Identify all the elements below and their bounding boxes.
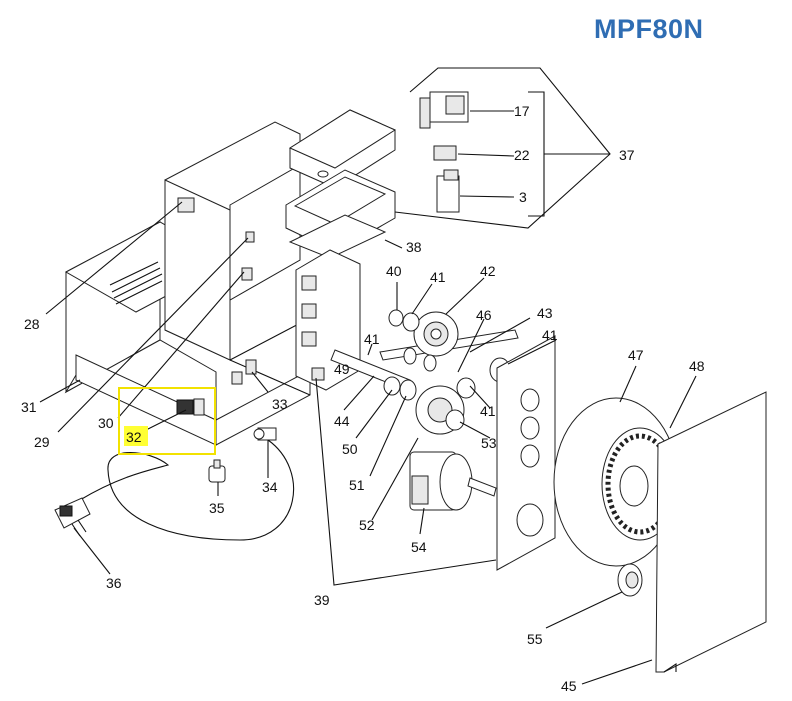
callout-48: 48 xyxy=(689,358,705,374)
power-cable xyxy=(54,439,295,541)
callout-28: 28 xyxy=(24,316,40,332)
callout-22: 22 xyxy=(514,147,530,163)
callout-41-left: 41 xyxy=(364,331,380,347)
callout-54: 54 xyxy=(411,539,427,555)
callout-46: 46 xyxy=(476,307,492,323)
callout-43: 43 xyxy=(537,305,553,321)
callout-41-lower: 41 xyxy=(480,403,496,419)
callout-50: 50 xyxy=(342,441,358,457)
callout-34: 34 xyxy=(262,479,278,495)
highlight-box-32 xyxy=(118,387,216,455)
callout-41-top: 41 xyxy=(430,269,446,285)
callout-44: 44 xyxy=(334,413,350,429)
callout-49: 49 xyxy=(334,361,350,377)
callout-33: 33 xyxy=(272,396,288,412)
side-plate xyxy=(496,335,556,571)
callout-30: 30 xyxy=(98,415,114,431)
callout-51: 51 xyxy=(349,477,365,493)
highlight-label-bg-32 xyxy=(124,426,148,446)
callout-41-right: 41 xyxy=(542,327,558,343)
leader-lines xyxy=(39,110,697,685)
cover-plate xyxy=(655,391,767,673)
callout-45: 45 xyxy=(561,678,577,694)
callout-35: 35 xyxy=(209,500,225,516)
callout-42: 42 xyxy=(480,263,496,279)
callout-47: 47 xyxy=(628,347,644,363)
callout-32: 32 xyxy=(126,429,142,445)
callout-3: 3 xyxy=(519,189,527,205)
gear-assembly xyxy=(295,249,519,511)
callout-37: 37 xyxy=(619,147,635,163)
callout-53: 53 xyxy=(481,435,497,451)
callout-36: 36 xyxy=(106,575,122,591)
callout-31: 31 xyxy=(21,399,37,415)
electronics-kit-37 xyxy=(394,67,611,229)
callout-55: 55 xyxy=(527,631,543,647)
model-title: MPF80N xyxy=(594,14,704,44)
callout-52: 52 xyxy=(359,517,375,533)
callout-40: 40 xyxy=(386,263,402,279)
callout-17: 17 xyxy=(514,103,530,119)
callout-labels: 17 22 3 37 38 40 41 42 43 46 41 41 28 31… xyxy=(21,103,705,694)
callout-38: 38 xyxy=(406,239,422,255)
callout-29: 29 xyxy=(34,434,50,450)
electronics-box xyxy=(285,109,397,259)
callout-39: 39 xyxy=(314,592,330,608)
